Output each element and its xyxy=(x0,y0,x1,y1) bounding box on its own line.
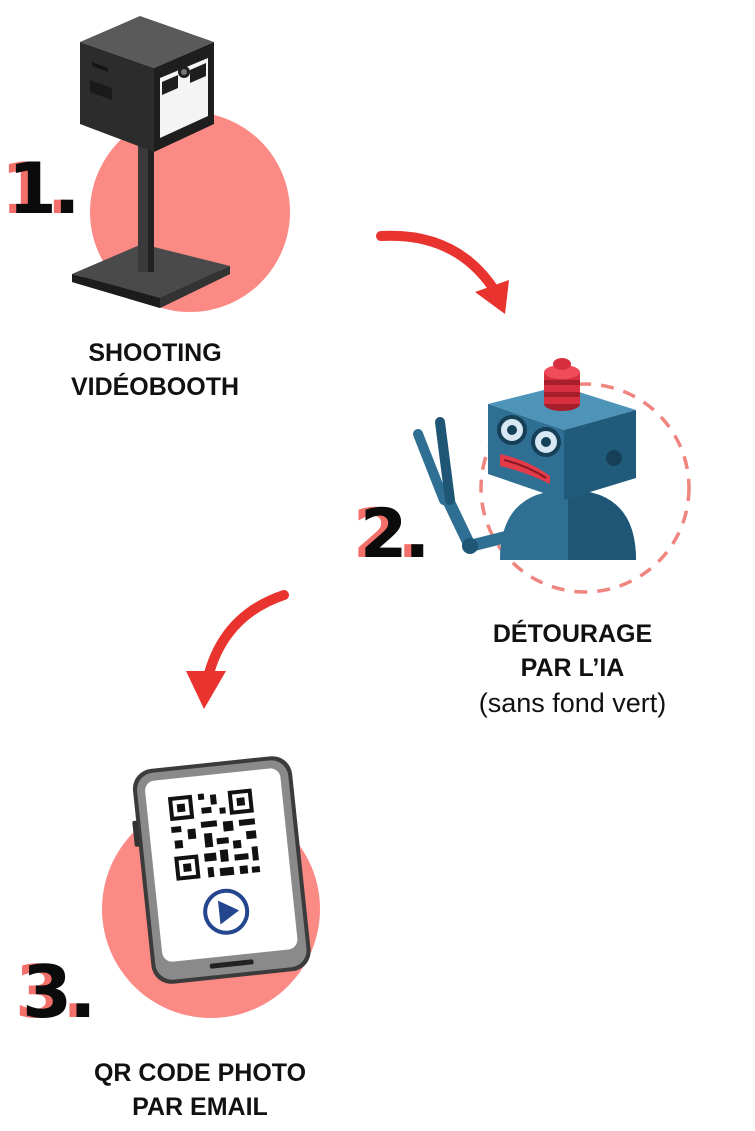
photo-booth-icon xyxy=(72,16,230,308)
step3-title-line2: PAR EMAIL xyxy=(132,1093,268,1121)
step1-title-line1: SHOOTING xyxy=(88,339,222,367)
step2-number: 2. xyxy=(360,495,430,574)
step2-subtitle: (sans fond vert) xyxy=(478,688,667,718)
arrow-step2-to-step3 xyxy=(186,590,289,709)
step2-title: DÉTOURAGE PAR L’IA (sans fond vert) xyxy=(445,617,700,721)
arrow-step1-to-step2 xyxy=(376,230,509,314)
step1-title: SHOOTING VIDÉOBOOTH xyxy=(35,336,275,404)
step1-number: 1. xyxy=(8,148,80,230)
step2-title-line2: PAR L’IA xyxy=(520,654,625,682)
robot-scissors-icon xyxy=(413,358,636,560)
step3-title-line1: QR CODE PHOTO xyxy=(93,1059,307,1087)
step1-title-line2: VIDÉOBOOTH xyxy=(70,373,240,401)
smartphone-qr-icon xyxy=(132,756,311,984)
step3-number: 3. xyxy=(22,950,96,1034)
step2-title-line1: DÉTOURAGE xyxy=(492,620,653,648)
step3-title: QR CODE PHOTO PAR EMAIL xyxy=(55,1056,345,1124)
step2-dashed-circle xyxy=(479,382,691,594)
